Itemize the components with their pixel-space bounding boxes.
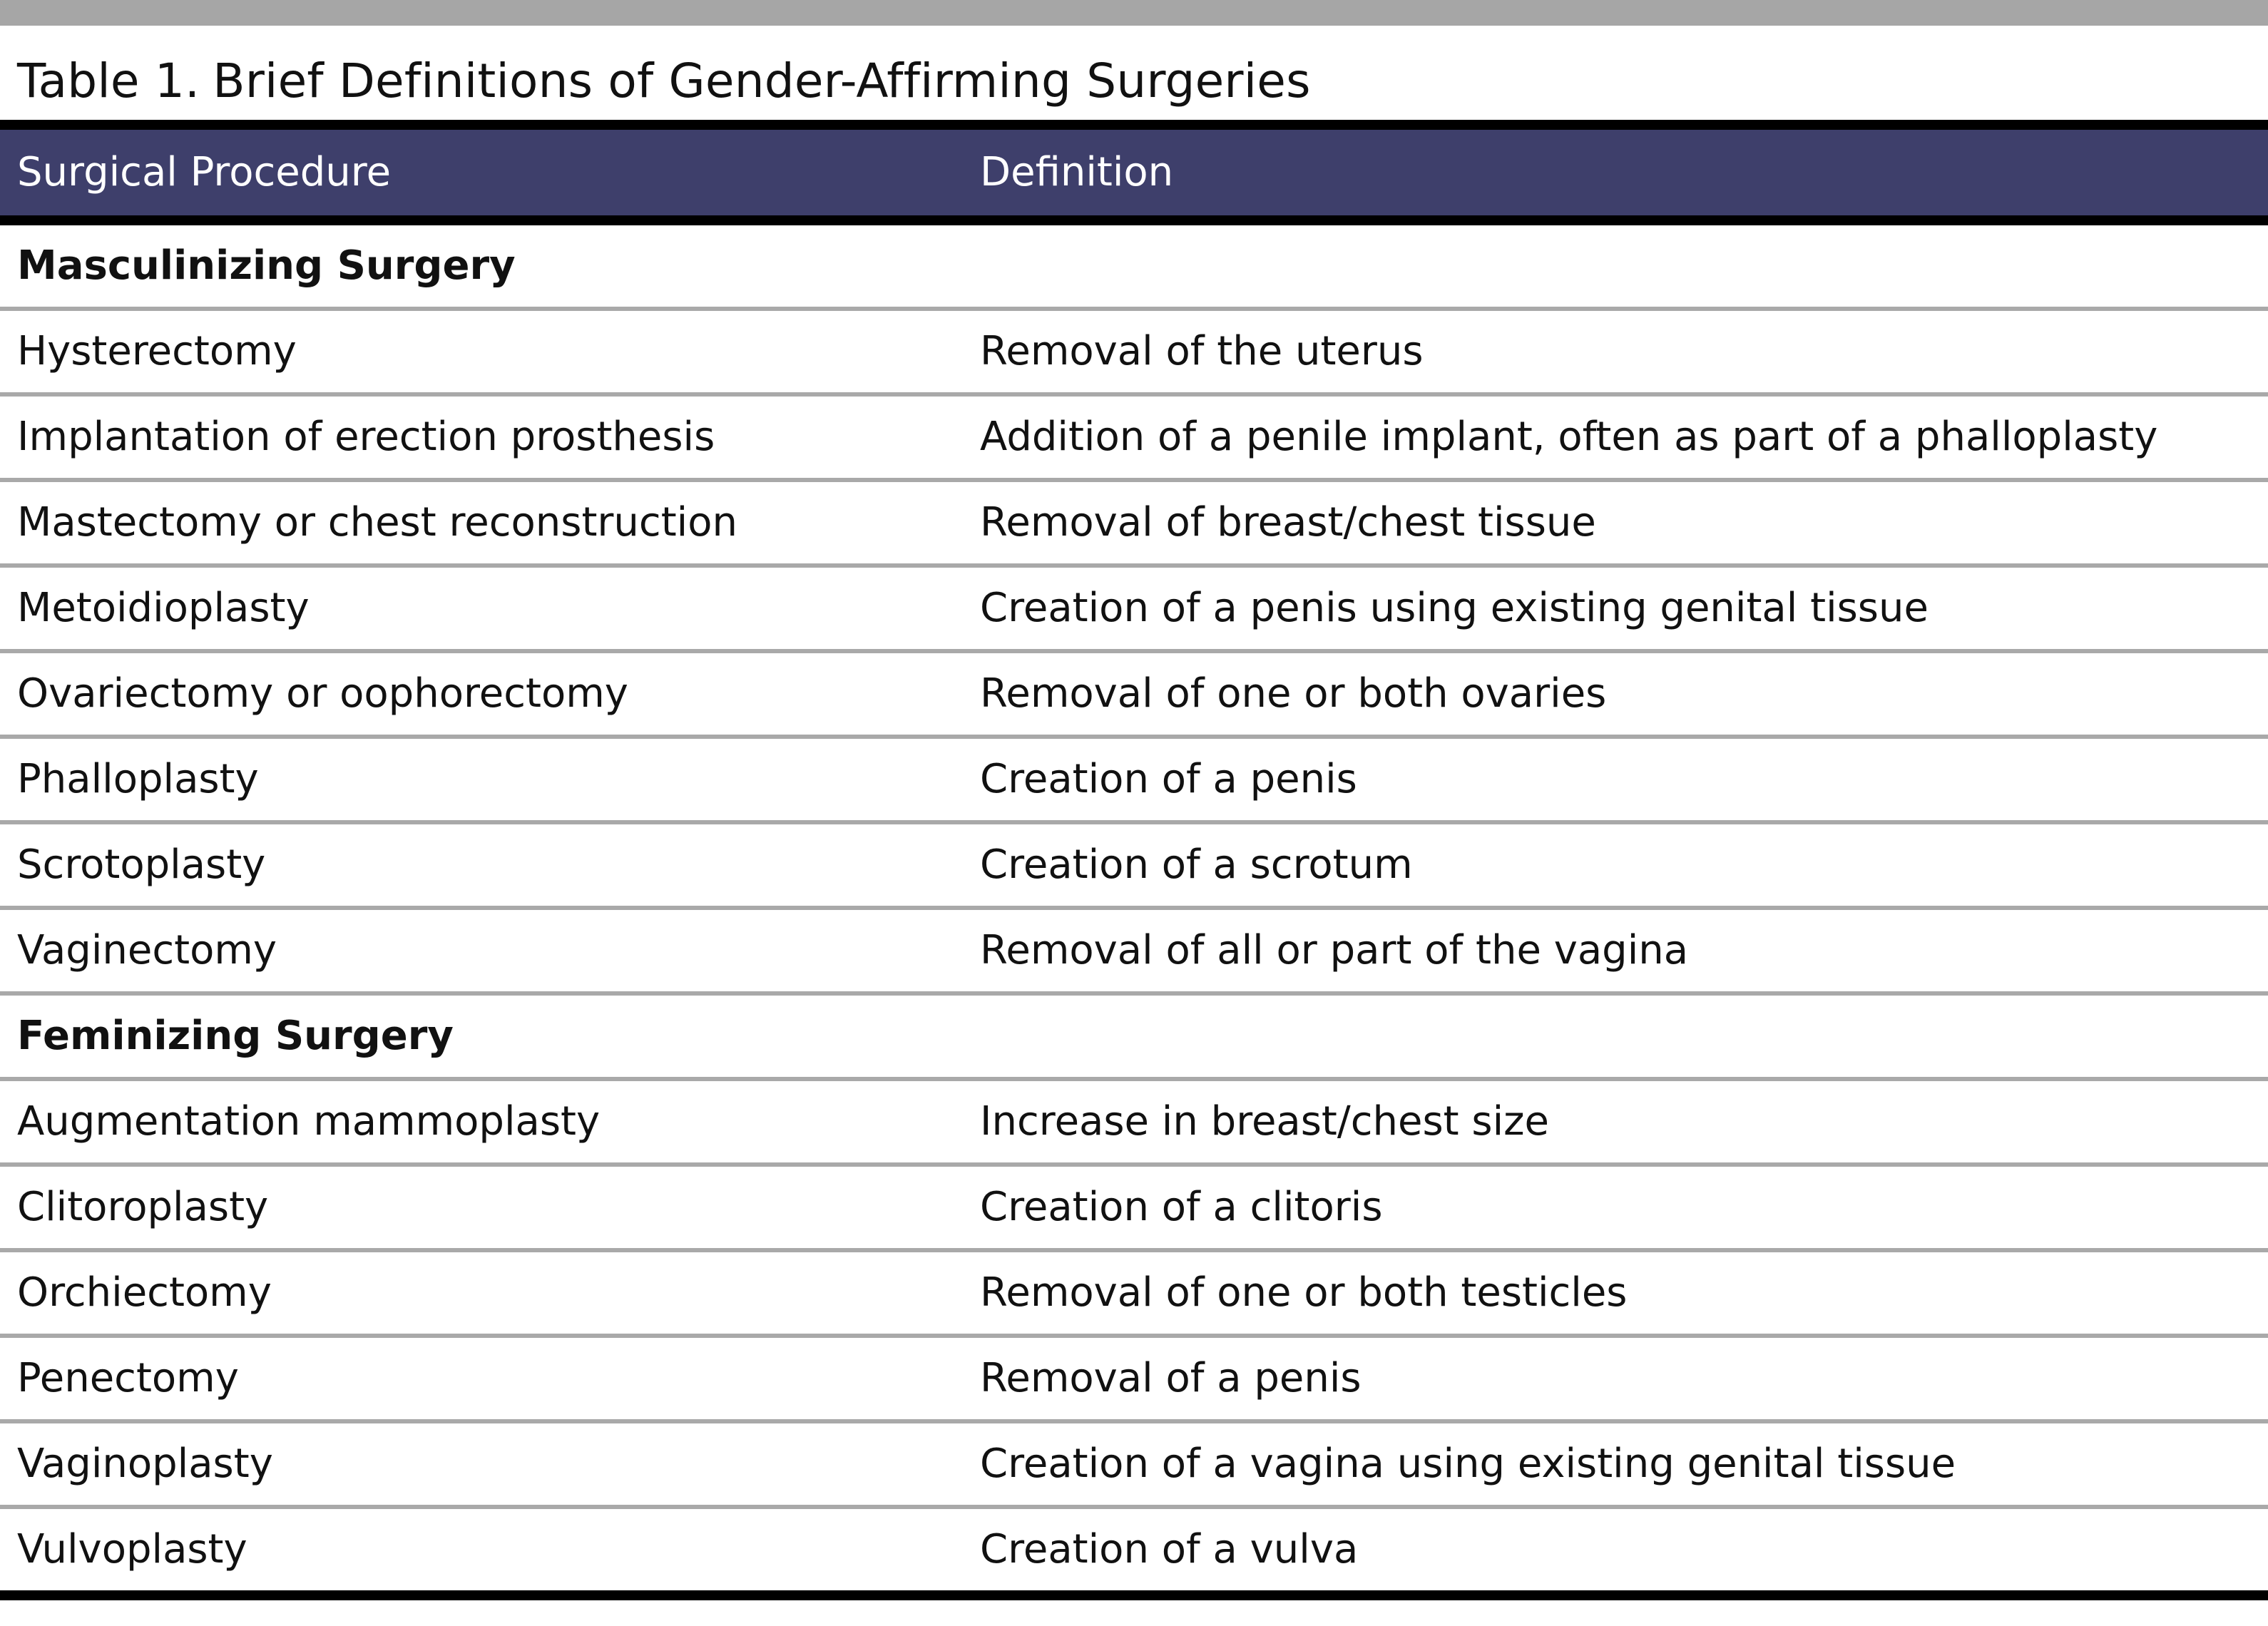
procedure-cell: Hysterectomy <box>17 328 297 374</box>
table-row: Mastectomy or chest reconstruction Remova… <box>0 482 2268 568</box>
table-row: Augmentation mammoplasty Increase in brea… <box>0 1081 2268 1167</box>
definition-cell: Removal of breast/chest tissue <box>980 499 1596 546</box>
definition-cell: Creation of a vulva <box>980 1526 1359 1573</box>
table-title: Table 1.Brief Definitions of Gender-Affi… <box>17 44 1311 118</box>
procedure-cell: Vulvoplasty <box>17 1526 247 1573</box>
header-definition: Definition <box>980 149 1174 195</box>
table-row: Vulvoplasty Creation of a vulva <box>0 1509 2268 1595</box>
procedure-cell: Clitoroplasty <box>17 1184 269 1230</box>
procedure-cell: Vaginoplasty <box>17 1441 273 1487</box>
procedure-cell: Scrotoplasty <box>17 842 266 888</box>
section-heading: Masculinizing Surgery <box>17 242 516 289</box>
procedure-cell: Penectomy <box>17 1355 239 1401</box>
procedure-cell: Ovariectomy or oophorectomy <box>17 670 628 717</box>
table-row: Metoidioplasty Creation of a penis using … <box>0 568 2268 653</box>
procedure-cell: Augmentation mammoplasty <box>17 1098 601 1145</box>
definition-cell: Addition of a penile implant, often as p… <box>980 414 2158 460</box>
procedure-cell: Orchiectomy <box>17 1269 272 1316</box>
definition-cell: Increase in breast/chest size <box>980 1098 1549 1145</box>
table-row: Vaginectomy Removal of all or part of the… <box>0 910 2268 996</box>
table-row: Vaginoplasty Creation of a vagina using e… <box>0 1423 2268 1509</box>
section-row: Masculinizing Surgery <box>0 225 2268 311</box>
definition-cell: Creation of a penis using existing genit… <box>980 585 1929 631</box>
procedure-cell: Implantation of erection prosthesis <box>17 414 715 460</box>
table-title-text: Brief Definitions of Gender-Affirming Su… <box>213 53 1311 108</box>
table-row: Implantation of erection prosthesis Addit… <box>0 397 2268 482</box>
table-row: Phalloplasty Creation of a penis <box>0 739 2268 824</box>
table-row: Penectomy Removal of a penis <box>0 1338 2268 1423</box>
header-procedure: Surgical Procedure <box>17 149 392 195</box>
header-rule <box>0 215 2268 225</box>
top-decorative-bar <box>0 0 2268 26</box>
definition-cell: Removal of a penis <box>980 1355 1362 1401</box>
definition-cell: Removal of the uterus <box>980 328 1424 374</box>
procedure-cell: Phalloplasty <box>17 756 259 802</box>
table-header: Surgical Procedure Definition <box>0 130 2268 215</box>
definition-cell: Creation of a clitoris <box>980 1184 1383 1230</box>
section-heading: Feminizing Surgery <box>17 1013 454 1059</box>
table-title-label: Table 1. <box>17 53 200 108</box>
definition-cell: Creation of a vagina using existing geni… <box>980 1441 1956 1487</box>
definition-cell: Creation of a scrotum <box>980 842 1413 888</box>
table-row: Scrotoplasty Creation of a scrotum <box>0 824 2268 910</box>
title-rule <box>0 120 2268 130</box>
definition-cell: Removal of one or both ovaries <box>980 670 1607 717</box>
table-row: Orchiectomy Removal of one or both testic… <box>0 1252 2268 1338</box>
definition-cell: Removal of all or part of the vagina <box>980 927 1689 973</box>
table-row: Clitoroplasty Creation of a clitoris <box>0 1167 2268 1252</box>
definition-cell: Creation of a penis <box>980 756 1357 802</box>
definition-cell: Removal of one or both testicles <box>980 1269 1628 1316</box>
section-row: Feminizing Surgery <box>0 996 2268 1081</box>
table-row: Hysterectomy Removal of the uterus <box>0 311 2268 397</box>
procedure-cell: Vaginectomy <box>17 927 277 973</box>
procedure-cell: Metoidioplasty <box>17 585 310 631</box>
procedure-cell: Mastectomy or chest reconstruction <box>17 499 737 546</box>
bottom-rule <box>0 1590 2268 1600</box>
table-row: Ovariectomy or oophorectomy Removal of on… <box>0 653 2268 739</box>
